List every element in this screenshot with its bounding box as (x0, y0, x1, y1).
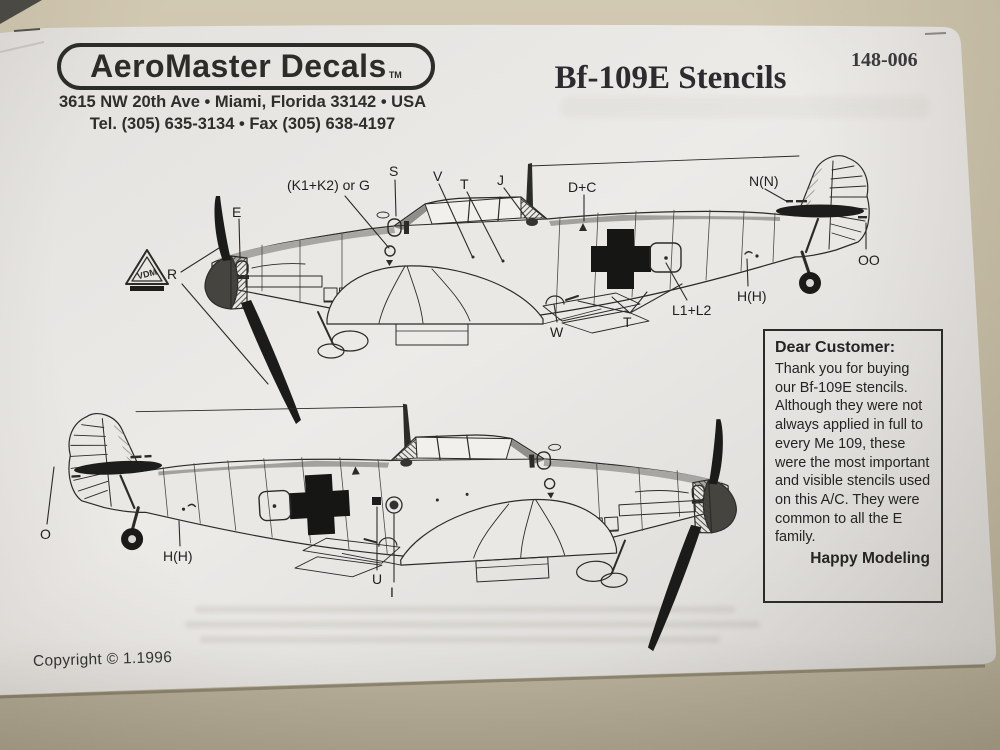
customer-note-signoff: Happy Modeling (810, 550, 930, 568)
showthrough-text-ghost (560, 96, 930, 118)
stencil-label: S (389, 163, 399, 179)
sheet-title: Bf-109E Stencils (554, 60, 787, 96)
stencil-label: R (167, 266, 178, 282)
desk-corner-shadow (0, 0, 42, 24)
stencil-label: T (623, 314, 632, 330)
stencil-label: W (550, 324, 564, 340)
paper-edge-nick (13, 28, 41, 32)
stencil-label: D+C (568, 179, 597, 195)
stencil-label: O (40, 526, 51, 542)
stencil-label: J (497, 172, 504, 188)
paper-bottom-shadow (0, 664, 986, 699)
showthrough-line (195, 606, 735, 613)
stencil-label: E (232, 204, 242, 220)
vdm-propeller-logo: VDM (121, 246, 173, 294)
stencil-label: OO (858, 252, 880, 268)
publisher-logo: AeroMaster Decals TM (57, 43, 435, 90)
trademark-mark: TM (388, 70, 402, 80)
under-sheet-edge (0, 41, 45, 53)
upper-leader-lines (180, 179, 867, 385)
stencil-label: L1+L2 (672, 302, 712, 318)
showthrough-line (200, 636, 720, 643)
customer-note-box: Dear Customer: Thank you for buying our … (763, 329, 943, 603)
stencil-label: H(H) (163, 548, 193, 564)
stencil-label: (K1+K2) or G (287, 177, 370, 193)
stencil-label: V (433, 168, 443, 184)
customer-note-heading: Dear Customer: (775, 339, 896, 356)
paper-corner-mark (924, 32, 947, 35)
customer-note-body: Thank you for buying our Bf-109E stencil… (775, 361, 931, 546)
stencil-label: U (372, 571, 383, 587)
lower-leader-lines (46, 466, 403, 583)
vdm-logo-text: VDM (136, 267, 158, 282)
publisher-phone: Tel. (305) 635-3134 • Fax (305) 638-4197 (89, 115, 396, 133)
stencil-label: T (460, 176, 469, 192)
publisher-address: 3615 NW 20th Ave • Miami, Florida 33142 … (58, 93, 427, 111)
stencil-label: H(H) (737, 288, 767, 304)
product-number: 148-006 (851, 49, 918, 71)
lower-aircraft-profile (64, 376, 746, 685)
publisher-logo-text: AeroMaster Decals (90, 48, 387, 84)
stencil-label: N(N) (749, 173, 779, 189)
showthrough-line (185, 621, 760, 628)
stencil-label: I (390, 584, 394, 600)
